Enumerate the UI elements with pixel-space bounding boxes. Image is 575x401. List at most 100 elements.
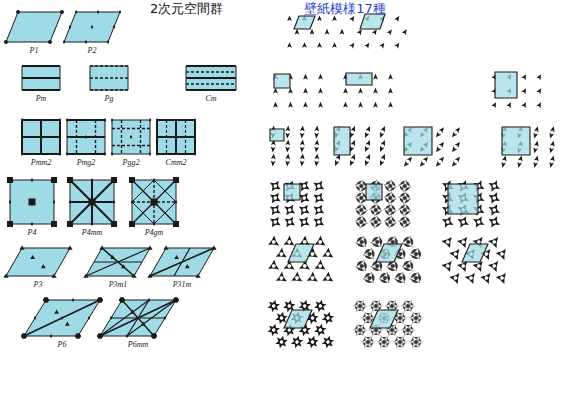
title: 2次元空間群: [150, 1, 223, 16]
motif: [282, 338, 289, 344]
rotation-point: [3, 273, 8, 277]
symmetry-line: [95, 120, 96, 154]
motif: [391, 265, 398, 272]
motif: [434, 161, 441, 168]
motif: [268, 324, 275, 331]
motif: [518, 155, 524, 162]
pattern-panel: [355, 179, 412, 228]
motif: [269, 217, 276, 224]
motif: [492, 191, 499, 198]
motif: [314, 153, 319, 159]
motif: [472, 217, 479, 224]
group-label: P6mm: [127, 340, 149, 349]
motif: [441, 263, 447, 269]
motif: [489, 222, 496, 229]
pattern-panel: [349, 14, 409, 49]
motif: [384, 219, 390, 225]
motif: [327, 276, 334, 283]
rotation-point: [67, 221, 73, 227]
motif: [314, 324, 321, 331]
motif: [302, 235, 307, 241]
motif: [378, 132, 385, 139]
rotation-point: [65, 322, 70, 326]
cell-outline: [157, 120, 195, 154]
motif: [270, 161, 275, 167]
cell-outline: [67, 120, 105, 154]
group-label: P31m: [172, 280, 193, 289]
rotation-point: [9, 200, 11, 204]
motif: [394, 276, 400, 282]
motif: [446, 215, 453, 222]
motif: [407, 155, 414, 162]
motif: [312, 252, 319, 259]
motif: [325, 29, 330, 35]
motif: [493, 259, 500, 266]
motif: [454, 254, 461, 261]
rotation-point: [85, 40, 87, 44]
unit-cell-overlay: [294, 16, 315, 29]
rotation-point: [7, 177, 13, 183]
motif: [306, 336, 313, 343]
rotation-point: [19, 245, 24, 249]
rotation-point: [31, 222, 33, 226]
rotation-point: [131, 200, 133, 204]
unit-cell-overlay: [346, 73, 372, 85]
motif: [321, 276, 328, 283]
pattern-panel: [441, 235, 508, 284]
motif: [287, 235, 292, 241]
cell-outline: [100, 300, 176, 336]
symmetry-line: [67, 136, 105, 138]
motif: [318, 235, 323, 241]
symmetry-line: [186, 65, 236, 67]
motif: [288, 88, 293, 94]
unit-cell-overlay: [274, 74, 290, 88]
motif: [488, 263, 494, 269]
motif: [313, 304, 320, 310]
rotation-point: [111, 221, 117, 227]
motif: [477, 266, 484, 273]
motif: [376, 265, 383, 272]
motif: [457, 263, 463, 269]
motif: [548, 132, 554, 139]
rotation-point: [156, 118, 158, 122]
motif: [314, 125, 319, 131]
symmetry-line: [67, 119, 105, 121]
rotation-point: [54, 310, 59, 314]
symmetry-line: [174, 248, 190, 276]
rotation-point: [110, 255, 115, 259]
group-label: P1: [29, 46, 40, 55]
rotation-point: [111, 177, 117, 183]
motif: [283, 205, 290, 212]
pattern-panel: [441, 179, 501, 229]
rotation-point: [149, 118, 151, 122]
motif: [366, 139, 373, 146]
motif: [534, 140, 540, 147]
symmetry-line: [94, 261, 142, 262]
motif: [299, 147, 304, 153]
motif: [298, 205, 305, 212]
motif: [283, 300, 290, 307]
motif: [492, 215, 499, 222]
motif: [371, 264, 377, 270]
motif: [441, 205, 448, 212]
unit-cell-overlay: [284, 310, 312, 328]
group-label: P2: [87, 46, 98, 55]
motif: [455, 126, 462, 133]
symmetry-line: [132, 180, 176, 224]
motif: [297, 338, 304, 344]
motif: [274, 326, 281, 332]
motif: [548, 147, 554, 154]
motif: [403, 299, 410, 306]
symmetry-line: [157, 153, 195, 155]
motif: [457, 239, 463, 245]
motif: [368, 253, 375, 260]
motif: [458, 222, 465, 229]
rotation-point: [110, 316, 112, 320]
motif: [403, 323, 410, 330]
motif: [282, 314, 289, 320]
motif: [299, 161, 304, 167]
motif: [411, 335, 418, 342]
motif: [487, 181, 494, 188]
motif: [472, 239, 478, 245]
rotation-point: [111, 152, 113, 156]
